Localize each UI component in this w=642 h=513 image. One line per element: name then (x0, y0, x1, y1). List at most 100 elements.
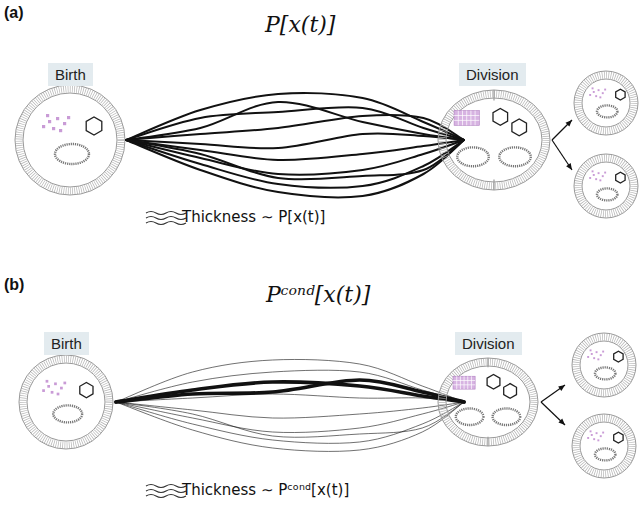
hexagon-molecule (614, 432, 623, 443)
cell-wall (580, 422, 628, 470)
hexagon-molecule (614, 351, 623, 362)
stage-text: Division (466, 66, 519, 83)
thickness-icon (146, 485, 186, 498)
cell (19, 355, 113, 449)
trajectory-bundle (126, 93, 464, 197)
protein-dot (587, 437, 589, 439)
trajectory (116, 382, 464, 402)
protein-grid (466, 111, 467, 126)
cell-wall (574, 154, 638, 218)
protein-grid (453, 380, 475, 381)
protein-dot (587, 356, 589, 358)
dividing-cell (438, 90, 550, 190)
arrow-head (566, 120, 572, 126)
trajectory (116, 359, 464, 402)
cell-wall (19, 89, 121, 191)
division-arrow (541, 402, 565, 425)
stage-label: Division (459, 63, 526, 86)
cell (572, 333, 636, 397)
cell-wall (438, 358, 538, 446)
dna-loop (457, 147, 489, 166)
protein-dot (590, 349, 592, 351)
protein-grid (464, 376, 465, 389)
protein-dot (599, 179, 601, 181)
path-probability: P[x(t)] (265, 12, 335, 37)
dividing-cell (438, 358, 538, 446)
stage-text: Birth (55, 66, 86, 83)
arrow-line (552, 140, 572, 170)
arrow-head (558, 419, 565, 425)
protein-dot (604, 89, 606, 91)
cell-wall (582, 79, 630, 127)
cell-wall (446, 366, 530, 438)
trajectory (126, 140, 464, 188)
septum (493, 90, 494, 190)
dna-loop (597, 105, 617, 117)
cell-wall (446, 98, 542, 182)
hexagon-molecule (487, 374, 500, 389)
thickness-icon (146, 212, 186, 225)
protein-dot (52, 127, 55, 130)
protein-dot (59, 129, 62, 132)
division-arrow (541, 385, 565, 402)
protein-dot (595, 178, 597, 180)
protein-grid (462, 111, 463, 126)
protein-dot (60, 387, 63, 390)
protein-grid (471, 376, 472, 389)
protein-dot (593, 174, 595, 176)
protein-grid (460, 376, 461, 389)
protein-dot (63, 122, 66, 125)
protein-dot (590, 430, 592, 432)
protein-dot (592, 170, 594, 172)
protein-dot (593, 91, 595, 93)
cell (574, 154, 638, 218)
hexagon-molecule (504, 384, 517, 399)
protein-grid (458, 111, 459, 126)
protein-dot (47, 385, 50, 388)
cell-wall (442, 94, 546, 186)
protein-dot (599, 96, 601, 98)
dna-loop (499, 147, 531, 166)
protein-dot (602, 175, 604, 177)
cell-wall (15, 85, 125, 195)
panel-letter: (a) (4, 4, 24, 22)
protein-grid (454, 111, 479, 126)
cell (574, 71, 638, 135)
septum (487, 358, 488, 446)
cell-wall (578, 158, 634, 214)
cell-wall (580, 341, 628, 389)
hexagon-molecule (86, 117, 102, 135)
protein-dot (56, 117, 59, 120)
division-arrow (552, 120, 572, 140)
cell-wall (578, 75, 634, 131)
trajectory (116, 402, 464, 451)
dna-loop (456, 408, 484, 425)
protein-dot (598, 89, 600, 91)
stage-label: Birth (44, 332, 89, 355)
protein-dot (42, 389, 45, 392)
dna-loop (493, 408, 521, 425)
arrow-line (552, 120, 572, 140)
protein-dot (591, 434, 593, 436)
protein-grid (454, 115, 479, 116)
protein-dot (592, 87, 594, 89)
protein-dot (602, 351, 604, 353)
trajectory (126, 140, 464, 179)
cell-wall (572, 333, 636, 397)
dna-loop (597, 188, 617, 200)
dna-loop (55, 144, 89, 164)
protein-grid (475, 111, 476, 126)
protein-dot (602, 92, 604, 94)
cell-wall (19, 355, 113, 449)
protein-dot (596, 351, 598, 353)
stage-text: Birth (51, 335, 82, 352)
trajectory (116, 402, 464, 443)
protein-dot (57, 393, 60, 396)
arrow-head (558, 385, 565, 391)
trajectory (116, 402, 464, 418)
protein-grid (467, 376, 468, 389)
cell-wall (574, 71, 638, 135)
trajectory (116, 394, 464, 402)
protein-dot (589, 94, 591, 96)
